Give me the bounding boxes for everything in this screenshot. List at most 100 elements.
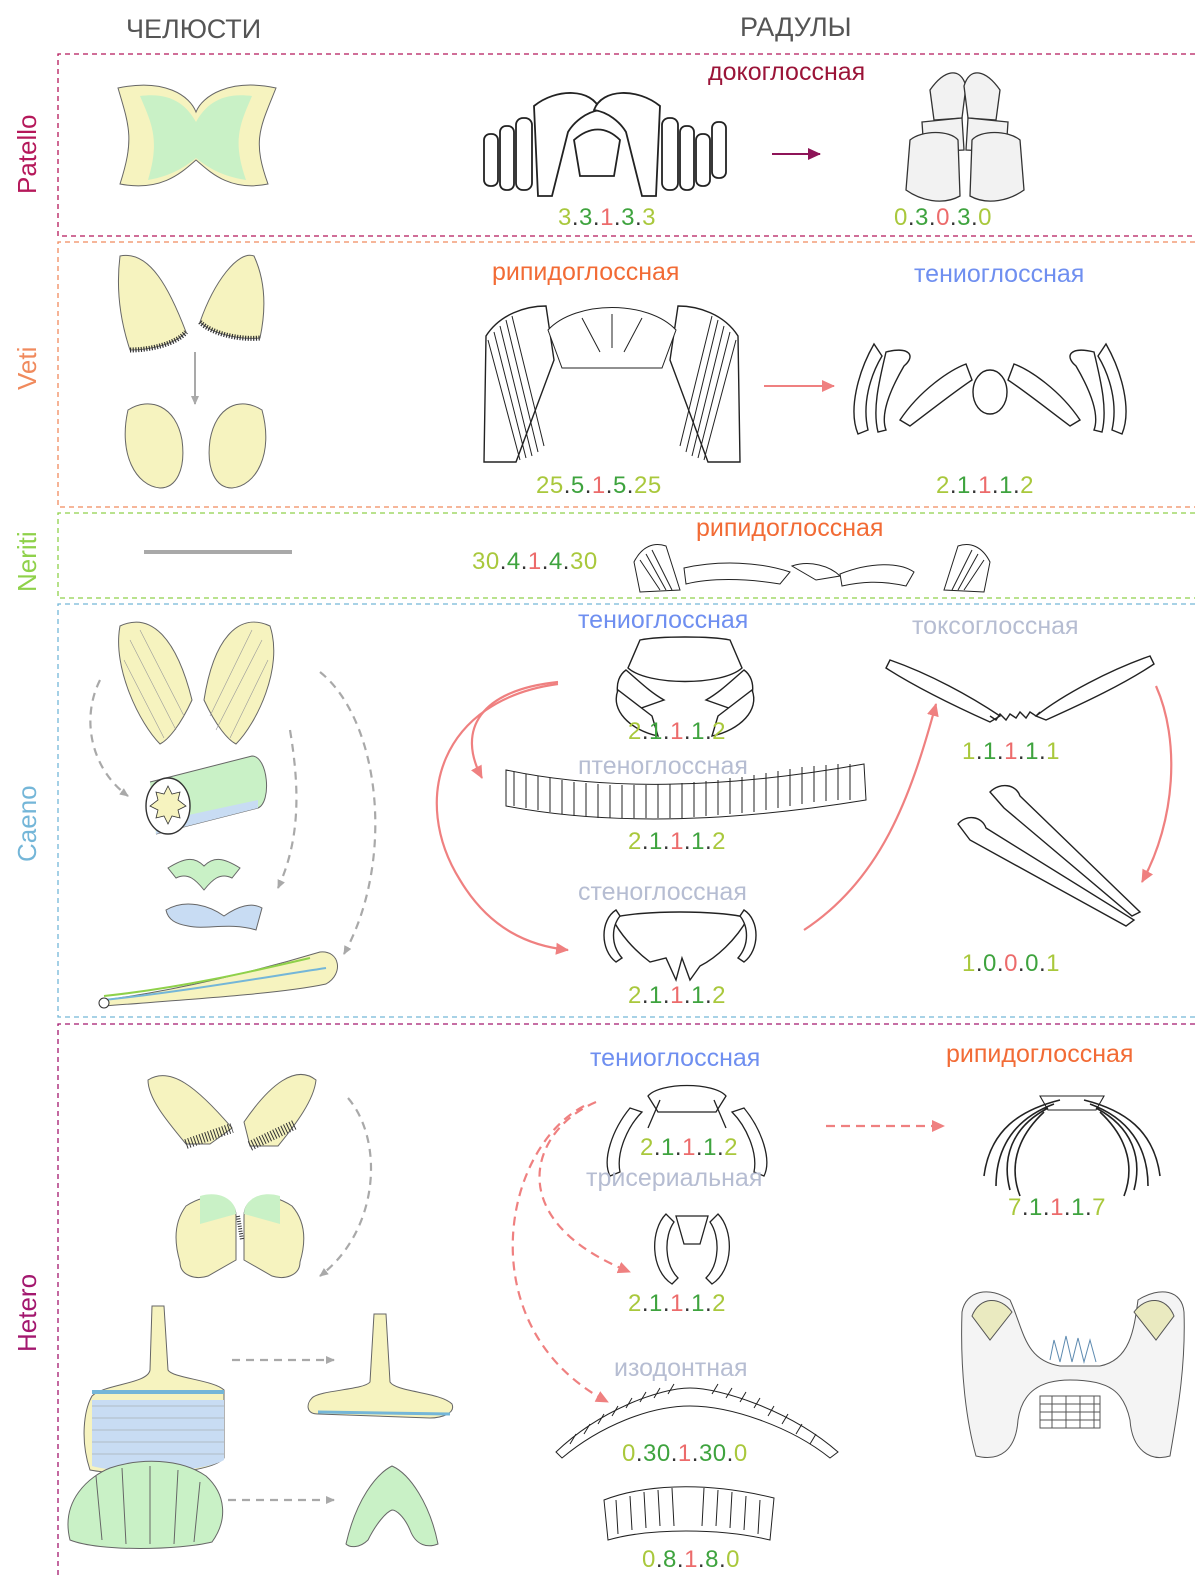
formula-hetero-isodont-b: 0.8.1.8.0 xyxy=(642,1546,740,1574)
formula-digit: 1 xyxy=(649,982,663,1009)
formula-digit: 0 xyxy=(936,204,950,231)
veti-jaws xyxy=(118,255,265,488)
formula-digit: 2 xyxy=(712,718,726,745)
formula-separator: . xyxy=(727,1440,734,1467)
formula-digit: 1 xyxy=(691,1290,705,1317)
formula-separator: . xyxy=(997,738,1004,765)
formula-digit: 30 xyxy=(699,1440,727,1467)
formula-hetero-isodont-a: 0.30.1.30.0 xyxy=(622,1440,748,1468)
formula-digit: 2 xyxy=(628,1290,642,1317)
formula-digit: 1 xyxy=(600,204,614,231)
group-label-neriti: Neriti xyxy=(12,531,43,592)
neriti-rhipidoglossate-radula xyxy=(634,545,990,592)
formula-separator: . xyxy=(908,204,915,231)
formula-digit: 0 xyxy=(642,1546,656,1573)
formula-separator: . xyxy=(542,548,549,575)
formula-digit: 0 xyxy=(1025,950,1039,977)
formula-separator: . xyxy=(929,204,936,231)
formula-hetero-rhipidoglossate: 7.1.1.1.7 xyxy=(1008,1194,1106,1222)
radula-type-docoglossate: докоглоссная xyxy=(708,58,865,87)
formula-separator: . xyxy=(692,1440,699,1467)
radula-type-stenoglossate: стеноглоссная xyxy=(578,878,747,907)
formula-separator: . xyxy=(656,1546,663,1573)
veti-taenioglossate-radula xyxy=(854,344,1126,434)
formula-digit: 3 xyxy=(579,204,593,231)
formula-digit: 1 xyxy=(1046,950,1060,977)
formula-digit: 2 xyxy=(628,828,642,855)
patello-reduced-radula xyxy=(906,73,1024,201)
formula-digit: 2 xyxy=(640,1134,654,1161)
formula-digit: 1 xyxy=(1004,738,1018,765)
formula-separator: . xyxy=(642,828,649,855)
formula-neriti: 30.4.1.4.30 xyxy=(472,548,598,576)
formula-caeno-toxoglossate-b: 1.0.0.0.1 xyxy=(962,950,1060,978)
formula-digit: 1 xyxy=(649,828,663,855)
formula-separator: . xyxy=(976,738,983,765)
formula-digit: 8 xyxy=(663,1546,677,1573)
formula-separator: . xyxy=(997,950,1004,977)
formula-separator: . xyxy=(1043,1194,1050,1221)
formula-digit: 1 xyxy=(682,1134,696,1161)
formula-digit: 2 xyxy=(1020,472,1034,499)
formula-digit: 1 xyxy=(962,738,976,765)
radula-type-ptenoglossate: птеноглоссная xyxy=(578,752,748,781)
formula-caeno-toxoglossate: 1.1.1.1.1 xyxy=(962,738,1060,766)
formula-separator: . xyxy=(593,204,600,231)
radula-type-hetero-rhipidoglossate: рипидоглоссная xyxy=(946,1040,1133,1069)
caeno-toxoglossate-radula xyxy=(886,656,1154,926)
formula-digit: 8 xyxy=(705,1546,719,1573)
formula-separator: . xyxy=(976,950,983,977)
formula-hetero-taenioglossate: 2.1.1.1.2 xyxy=(640,1134,738,1162)
patello-docoglossate-radula xyxy=(484,93,726,196)
formula-digit: 1 xyxy=(592,472,606,499)
formula-veti-a: 25.5.1.5.25 xyxy=(536,472,662,500)
formula-separator: . xyxy=(500,548,507,575)
formula-digit: 1 xyxy=(962,950,976,977)
formula-digit: 1 xyxy=(649,1290,663,1317)
radula-type-triserial: трисериальная xyxy=(586,1164,762,1193)
hetero-triserial-radula xyxy=(655,1214,730,1284)
formula-separator: . xyxy=(663,828,670,855)
formula-separator: . xyxy=(642,1290,649,1317)
formula-digit: 2 xyxy=(712,828,726,855)
formula-digit: 0 xyxy=(726,1546,740,1573)
formula-separator: . xyxy=(671,1440,678,1467)
formula-separator: . xyxy=(663,718,670,745)
formula-separator: . xyxy=(585,472,592,499)
formula-digit: 3 xyxy=(642,204,656,231)
group-label-hetero: Hetero xyxy=(12,1274,43,1352)
formula-digit: 1 xyxy=(670,982,684,1009)
formula-digit: 1 xyxy=(1071,1194,1085,1221)
formula-separator: . xyxy=(636,1440,643,1467)
caeno-stenoglossate-radula xyxy=(604,910,756,980)
formula-separator: . xyxy=(642,982,649,1009)
formula-patello-b: 0.3.0.3.0 xyxy=(894,204,992,232)
formula-digit: 25 xyxy=(634,472,662,499)
formula-digit: 2 xyxy=(936,472,950,499)
hetero-rhipidoglossate-radula xyxy=(984,1096,1160,1196)
formula-digit: 1 xyxy=(1050,1194,1064,1221)
formula-digit: 30 xyxy=(643,1440,671,1467)
formula-digit: 1 xyxy=(957,472,971,499)
group-label-caeno: Caeno xyxy=(12,785,43,862)
formula-digit: 1 xyxy=(983,738,997,765)
radulae-column-header: РАДУЛЫ xyxy=(740,12,852,43)
formula-separator: . xyxy=(950,472,957,499)
formula-digit: 1 xyxy=(528,548,542,575)
formula-digit: 2 xyxy=(712,1290,726,1317)
formula-digit: 25 xyxy=(536,472,564,499)
formula-digit: 3 xyxy=(957,204,971,231)
formula-digit: 2 xyxy=(724,1134,738,1161)
formula-digit: 1 xyxy=(999,472,1013,499)
formula-separator: . xyxy=(521,548,528,575)
formula-digit: 4 xyxy=(507,548,521,575)
formula-digit: 30 xyxy=(570,548,598,575)
formula-digit: 5 xyxy=(613,472,627,499)
formula-digit: 1 xyxy=(978,472,992,499)
formula-digit: 1 xyxy=(1046,738,1060,765)
formula-caeno-taenioglossate: 2.1.1.1.2 xyxy=(628,718,726,746)
formula-digit: 0 xyxy=(734,1440,748,1467)
jaws-column-header: ЧЕЛЮСТИ xyxy=(126,14,261,45)
radula-type-toxoglossate: токсоглоссная xyxy=(912,612,1079,641)
